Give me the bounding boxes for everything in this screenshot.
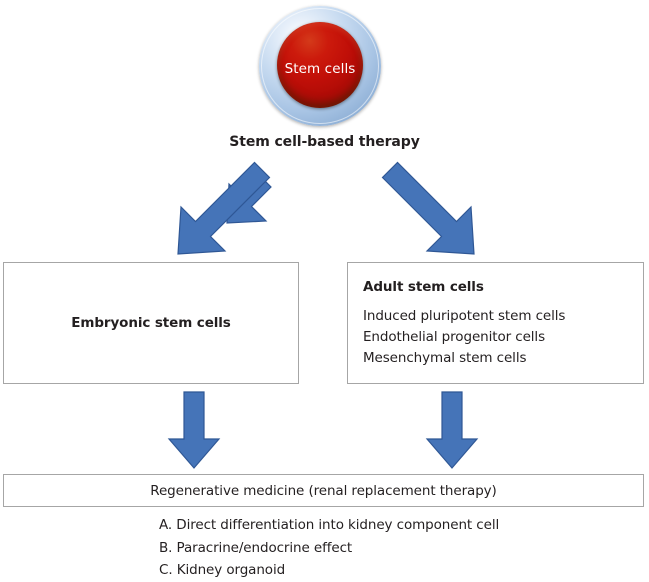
list-item: C. Kidney organoid — [159, 562, 286, 578]
root-caption: Stem cell-based therapy — [229, 134, 420, 150]
list-item: Endothelial progenitor cells — [363, 329, 546, 345]
arrow-down-right-icon — [381, 161, 475, 255]
panel-regenerative-medicine: Regenerative medicine (renal replacement… — [3, 474, 644, 507]
panel-embryonic-title: Embryonic stem cells — [71, 315, 231, 331]
panel-adult-title: Adult stem cells — [363, 279, 484, 295]
list-item: Mesenchymal stem cells — [363, 350, 527, 366]
panel-embryonic-stem-cells: Embryonic stem cells — [3, 262, 299, 384]
cell-membrane-ring: Stem cells — [259, 6, 381, 126]
list-item: B. Paracrine/endocrine effect — [159, 539, 353, 556]
cell-nucleus-core: Stem cells — [277, 22, 363, 108]
arrow-down-embryonic-icon — [167, 391, 221, 469]
list-item: Induced pluripotent stem cells — [363, 308, 566, 324]
stem-cell-graphic: Stem cells — [259, 6, 381, 126]
arrow-down-adult-icon — [425, 391, 479, 469]
panel-regenerative-label: Regenerative medicine (renal replacement… — [150, 482, 497, 499]
arrow-down-left-icon — [177, 161, 272, 255]
stem-cell-label: Stem cells — [284, 61, 356, 77]
panel-adult-stem-cells: Adult stem cells Induced pluripotent ste… — [347, 262, 644, 384]
outcome-list: A. Direct differentiation into kidney co… — [159, 514, 599, 582]
list-item: A. Direct differentiation into kidney co… — [159, 517, 500, 533]
